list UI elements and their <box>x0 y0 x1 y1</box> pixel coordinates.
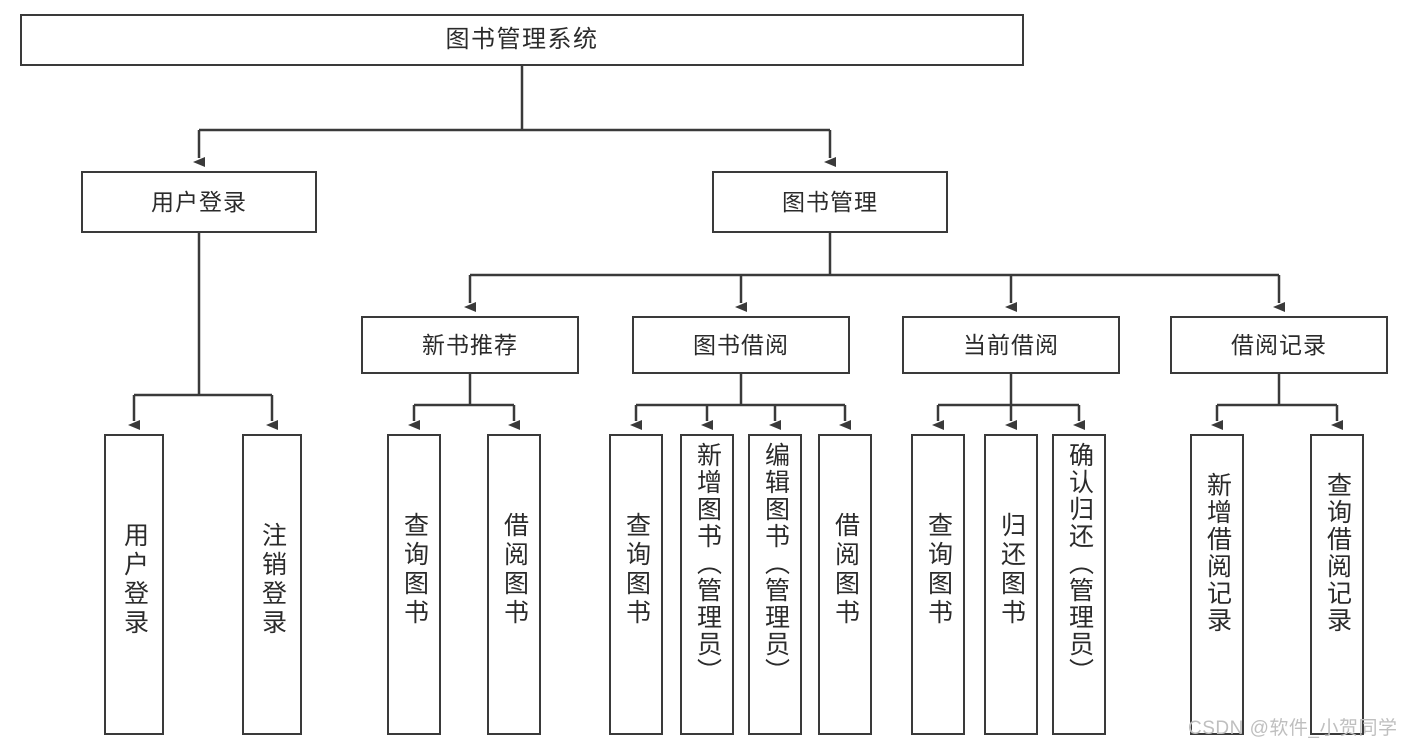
leaf-borrow-book-recommend-label: 借阅图书 <box>500 512 529 628</box>
leaf-query-book-borrow-label: 查询图书 <box>622 512 651 628</box>
node-user-login-label: 用户登录 <box>151 188 247 215</box>
leaf-borrow-book[interactable]: 借阅图书 <box>818 434 872 735</box>
node-user-login[interactable]: 用户登录 <box>81 171 317 233</box>
leaf-confirm-return-admin-label: 确认归还（管理员） <box>1065 442 1094 685</box>
leaf-query-book-recommend-label: 查询图书 <box>400 512 429 628</box>
leaf-edit-book-admin-label: 编辑图书（管理员） <box>761 442 790 685</box>
leaf-add-book-admin[interactable]: 新增图书（管理员） <box>680 434 734 735</box>
node-current-borrow-label: 当前借阅 <box>963 331 1059 358</box>
node-current-borrow[interactable]: 当前借阅 <box>902 316 1120 374</box>
node-root-label: 图书管理系统 <box>445 26 599 54</box>
node-book-management[interactable]: 图书管理 <box>712 171 948 233</box>
leaf-borrow-book-recommend[interactable]: 借阅图书 <box>487 434 541 735</box>
leaf-return-book[interactable]: 归还图书 <box>984 434 1038 735</box>
node-new-book-recommend[interactable]: 新书推荐 <box>361 316 579 374</box>
leaf-confirm-return-admin[interactable]: 确认归还（管理员） <box>1052 434 1106 735</box>
leaf-query-book-borrow[interactable]: 查询图书 <box>609 434 663 735</box>
leaf-edit-book-admin[interactable]: 编辑图书（管理员） <box>748 434 802 735</box>
csdn-watermark: CSDN @软件_小贺同学 <box>1188 718 1398 739</box>
node-book-borrow-label: 图书借阅 <box>693 331 789 358</box>
leaf-logout-label: 注销登录 <box>258 522 287 638</box>
node-borrow-record-label: 借阅记录 <box>1231 331 1327 358</box>
leaf-add-borrow-record-label: 新增借阅记录 <box>1203 472 1232 634</box>
leaf-add-book-admin-label: 新增图书（管理员） <box>693 442 722 685</box>
leaf-query-book-current-label: 查询图书 <box>924 512 953 628</box>
node-book-management-label: 图书管理 <box>782 188 878 215</box>
leaf-return-book-label: 归还图书 <box>997 512 1026 628</box>
node-root[interactable]: 图书管理系统 <box>20 14 1024 66</box>
node-new-book-recommend-label: 新书推荐 <box>422 331 518 358</box>
leaf-query-book-recommend[interactable]: 查询图书 <box>387 434 441 735</box>
leaf-add-borrow-record[interactable]: 新增借阅记录 <box>1190 434 1244 735</box>
node-book-borrow[interactable]: 图书借阅 <box>632 316 850 374</box>
leaf-query-book-current[interactable]: 查询图书 <box>911 434 965 735</box>
leaf-user-login[interactable]: 用户登录 <box>104 434 164 735</box>
leaf-query-borrow-record-label: 查询借阅记录 <box>1323 472 1352 634</box>
leaf-logout[interactable]: 注销登录 <box>242 434 302 735</box>
leaf-query-borrow-record[interactable]: 查询借阅记录 <box>1310 434 1364 735</box>
node-borrow-record[interactable]: 借阅记录 <box>1170 316 1388 374</box>
leaf-user-login-label: 用户登录 <box>120 522 149 638</box>
leaf-borrow-book-label: 借阅图书 <box>831 512 860 628</box>
